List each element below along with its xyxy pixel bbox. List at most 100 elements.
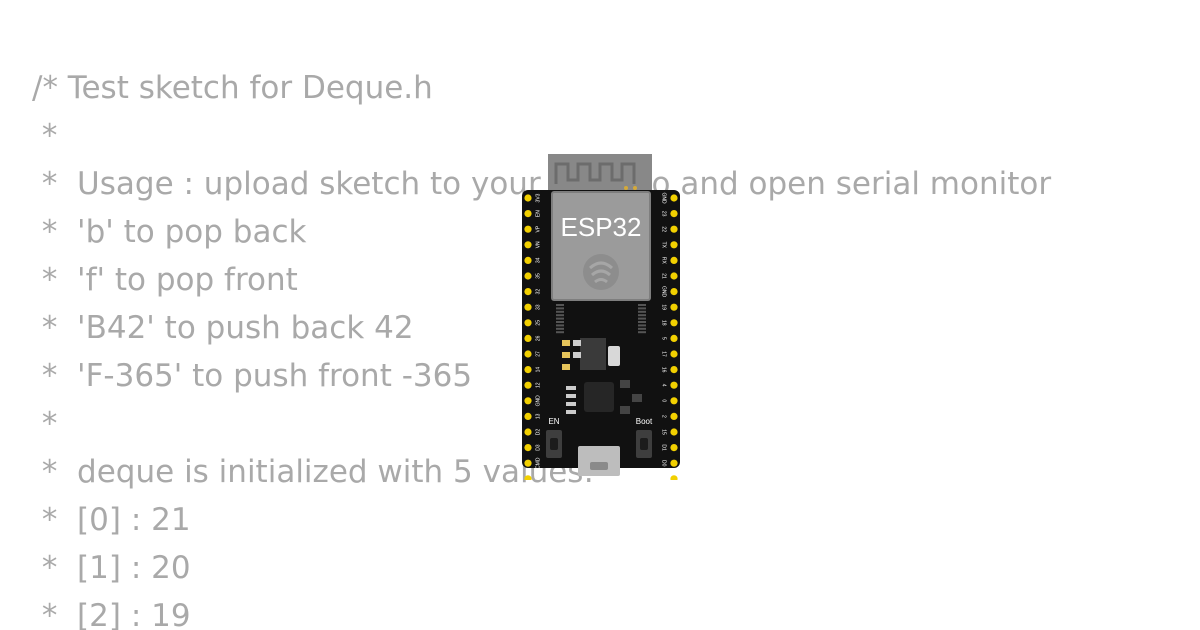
smd-transistor [620, 406, 630, 414]
header-pin[interactable] [524, 272, 532, 280]
pin-label: 34 [535, 257, 541, 263]
smd-cap [562, 352, 570, 358]
pin-label: 0 [661, 399, 667, 402]
en-button[interactable] [546, 430, 562, 458]
pin-label: 12 [535, 382, 541, 388]
castellation [638, 327, 646, 330]
pin-label: 3V3 [535, 193, 541, 202]
smd-cap [573, 352, 581, 358]
header-pin[interactable] [670, 366, 678, 374]
header-pin[interactable] [670, 288, 678, 296]
pin-label: 26 [535, 335, 541, 341]
header-pin[interactable] [524, 241, 532, 249]
header-pin[interactable] [524, 319, 532, 327]
code-editor: /* Test sketch for Deque.h * * Usage : u… [32, 66, 1182, 630]
rf-shield [551, 191, 651, 301]
pin-label: 35 [535, 273, 541, 279]
header-pin[interactable] [524, 194, 532, 202]
smd-resistor [566, 410, 576, 414]
header-pin[interactable] [670, 194, 678, 202]
pin-label: 18 [661, 320, 667, 326]
header-pin[interactable] [524, 381, 532, 389]
header-pin[interactable] [670, 256, 678, 264]
pin-label: VN [535, 241, 541, 248]
header-pin[interactable] [524, 366, 532, 374]
pin-label: 2 [661, 415, 667, 418]
castellation [556, 331, 564, 334]
code-line: * 'f' to pop front [32, 262, 298, 298]
header-pin[interactable] [524, 459, 532, 467]
code-line: * [0] : 21 [32, 502, 191, 538]
header-pin[interactable] [670, 225, 678, 233]
esp32-board[interactable]: ESP32 EN Boot [518, 150, 684, 480]
header-pin[interactable] [524, 303, 532, 311]
pin-label: D0 [661, 460, 667, 467]
code-line: * [32, 406, 58, 442]
header-pin[interactable] [670, 334, 678, 342]
castellation [556, 317, 564, 320]
header-pin[interactable] [670, 350, 678, 358]
header-pin[interactable] [670, 303, 678, 311]
header-pin[interactable] [524, 225, 532, 233]
header-pin[interactable] [670, 475, 678, 480]
code-line: * Usage : upload sketch to your Arduino … [32, 166, 1052, 202]
header-pin[interactable] [524, 412, 532, 420]
code-line: * 'B42' to push back 42 [32, 310, 414, 346]
led [608, 346, 620, 366]
header-pin[interactable] [670, 459, 678, 467]
pin-label: 33 [535, 304, 541, 310]
smd-cap [562, 340, 570, 346]
header-pin[interactable] [670, 444, 678, 452]
pin-label: 32 [535, 289, 541, 295]
header-pin[interactable] [524, 288, 532, 296]
castellation [638, 331, 646, 334]
solder-dot [624, 186, 628, 190]
boot-button[interactable] [636, 430, 652, 458]
header-pin[interactable] [670, 241, 678, 249]
header-pin[interactable] [524, 334, 532, 342]
smd-cap [562, 364, 570, 370]
pin-label: 23 [661, 211, 667, 217]
pin-labels-left: 3V3ENVPVN343532332526271412GND13D2D3CMD5… [535, 193, 541, 480]
pin-label: EN [535, 210, 541, 217]
pin-label: 13 [535, 413, 541, 419]
pin-label: 27 [535, 351, 541, 357]
boot-label: Boot [636, 417, 653, 426]
castellation [556, 327, 564, 330]
antenna-trace-icon [554, 162, 636, 184]
regulator [580, 338, 606, 370]
pin-label: D3 [535, 444, 541, 451]
header-pin[interactable] [670, 428, 678, 436]
pin-label: 5 [661, 337, 667, 340]
pin-label: GND [661, 286, 667, 298]
header-pin[interactable] [524, 350, 532, 358]
header-pin[interactable] [670, 210, 678, 218]
pin-label: GND [661, 192, 667, 204]
header-pin[interactable] [670, 381, 678, 389]
header-pin[interactable] [524, 210, 532, 218]
usb-port[interactable] [578, 446, 620, 476]
code-line: * 'b' to pop back [32, 214, 307, 250]
pin-label: 14 [535, 367, 541, 373]
header-pin[interactable] [670, 397, 678, 405]
header-pin[interactable] [524, 428, 532, 436]
pin-label: 16 [661, 367, 667, 373]
header-pin[interactable] [524, 444, 532, 452]
code-line: * [32, 118, 58, 154]
header-pin[interactable] [524, 397, 532, 405]
pin-label: 15 [661, 429, 667, 435]
pin-label: 19 [661, 304, 667, 310]
header-pin[interactable] [670, 319, 678, 327]
pin-header-right [670, 194, 678, 480]
espressif-logo-icon [583, 254, 619, 290]
code-line: * [2] : 19 [32, 598, 191, 630]
smd-resistor [566, 394, 576, 398]
header-pin[interactable] [670, 272, 678, 280]
castellation [638, 321, 646, 323]
header-pin[interactable] [670, 412, 678, 420]
header-pin[interactable] [524, 475, 532, 480]
castellation [638, 307, 646, 310]
pin-label: GND [535, 395, 541, 407]
header-pin[interactable] [524, 256, 532, 264]
